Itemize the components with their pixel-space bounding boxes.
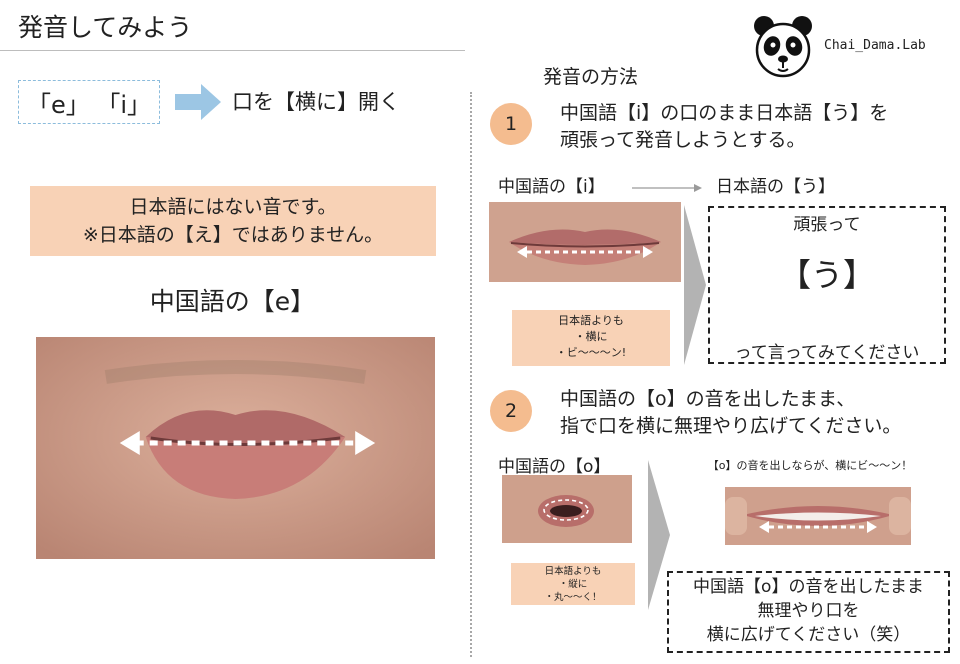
logo-text: Chai_Dama.Lab bbox=[824, 38, 926, 53]
say-main: 【う】 bbox=[778, 256, 875, 294]
method-heading: 発音の方法 bbox=[543, 66, 639, 88]
info-line: 日本語にはない音です。 bbox=[129, 196, 337, 218]
box-line: 横に広げてください（笑） bbox=[706, 625, 911, 645]
note-line: ・丸〜〜く！ bbox=[544, 592, 602, 603]
vowel-i: 「i」 bbox=[96, 90, 151, 119]
page-title: 発音してみよう bbox=[18, 13, 193, 42]
say-box bbox=[708, 206, 946, 364]
chevron-right-icon bbox=[648, 460, 670, 610]
step-1-instruction: 中国語【i】の口のまま日本語【う】を 頑張って発音しようとする。 bbox=[560, 100, 888, 154]
step-1-from-label: 中国語の【i】 bbox=[498, 177, 605, 197]
info-line: ※日本語の【え】ではありません。 bbox=[82, 224, 384, 246]
note-line: ・縦に bbox=[558, 579, 588, 590]
info-box: 日本語にはない音です。 ※日本語の【え】ではありません。 bbox=[30, 186, 436, 256]
vowel-description: 口を【横に】開く bbox=[232, 90, 400, 114]
column-divider bbox=[470, 92, 472, 657]
step-2-instruction: 中国語の【o】の音を出したまま、 指で口を横に無理やり広げてください。 bbox=[560, 386, 901, 440]
step-2-line: 指で口を横に無理やり広げてください。 bbox=[560, 415, 902, 437]
panda-icon bbox=[754, 16, 812, 78]
step-2-caption: 【o】の音を出しならが、横にビ〜〜ン！ bbox=[707, 459, 913, 472]
step-1-line: 中国語【i】の口のまま日本語【う】を bbox=[560, 102, 889, 124]
step-2-note: 日本語よりも ・縦に ・丸〜〜く！ bbox=[511, 563, 635, 605]
note-line: ・横に bbox=[574, 330, 608, 343]
e-caption: 中国語の【e】 bbox=[149, 287, 316, 316]
step-1-badge: 1 bbox=[490, 103, 532, 145]
step-1-note: 日本語よりも ・横に ・ビ〜〜〜ン! bbox=[512, 310, 670, 366]
chevron-right-icon bbox=[684, 205, 706, 365]
box-line: 中国語【o】の音を出したまま bbox=[693, 577, 924, 597]
arrow-right-icon bbox=[175, 84, 221, 120]
step-1-line: 頑張って発音しようとする。 bbox=[560, 129, 806, 151]
step-2-box-text: 中国語【o】の音を出したまま 無理やり口を 横に広げてください（笑） bbox=[667, 575, 950, 647]
note-line: ・ビ〜〜〜ン! bbox=[555, 346, 627, 359]
mouth-photo-o bbox=[502, 475, 632, 543]
step-2-badge: 2 bbox=[490, 390, 532, 432]
box-line: 無理やり口を bbox=[757, 601, 860, 621]
vowel-e: 「e」 bbox=[27, 90, 90, 119]
mouth-photo-o-wide bbox=[725, 487, 911, 545]
step-2-from-label: 中国語の【o】 bbox=[498, 457, 611, 477]
step-2-box bbox=[667, 571, 950, 653]
say-top: 頑張って bbox=[793, 215, 861, 235]
note-line: 日本語よりも bbox=[544, 566, 602, 577]
mouth-photo-i bbox=[489, 202, 681, 282]
say-bottom: って言ってみてください bbox=[734, 343, 920, 363]
step-1-to-label: 日本語の【う】 bbox=[716, 177, 835, 197]
step-2-line: 中国語の【o】の音を出したまま、 bbox=[560, 388, 856, 410]
title-underline bbox=[0, 50, 465, 51]
note-line: 日本語よりも bbox=[558, 314, 624, 327]
thin-arrow-icon bbox=[632, 184, 702, 192]
mouth-photo-e bbox=[36, 337, 435, 559]
vowel-box: 「e」 「i」 bbox=[18, 80, 160, 124]
